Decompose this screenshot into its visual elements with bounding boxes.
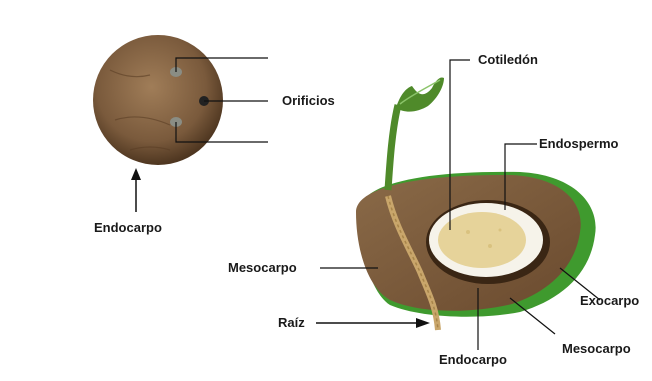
label-endocarpo-seed: Endocarpo bbox=[94, 220, 162, 235]
label-exocarpo: Exocarpo bbox=[580, 293, 639, 308]
raiz-arrow bbox=[316, 318, 430, 328]
label-orificios: Orificios bbox=[282, 93, 335, 108]
label-raiz: Raíz bbox=[278, 315, 305, 330]
coconut-cross-section bbox=[356, 172, 596, 317]
label-cotiledon: Cotiledón bbox=[478, 52, 538, 67]
shoot bbox=[388, 77, 444, 190]
endocarpo-arrow bbox=[131, 168, 141, 212]
label-endospermo: Endospermo bbox=[539, 136, 618, 151]
cotyledon bbox=[438, 212, 526, 268]
label-endocarpo-bottom: Endocarpo bbox=[439, 352, 507, 367]
seed-illustration bbox=[93, 35, 223, 165]
label-mesocarpo-right: Mesocarpo bbox=[562, 341, 631, 356]
label-mesocarpo-left: Mesocarpo bbox=[228, 260, 297, 275]
